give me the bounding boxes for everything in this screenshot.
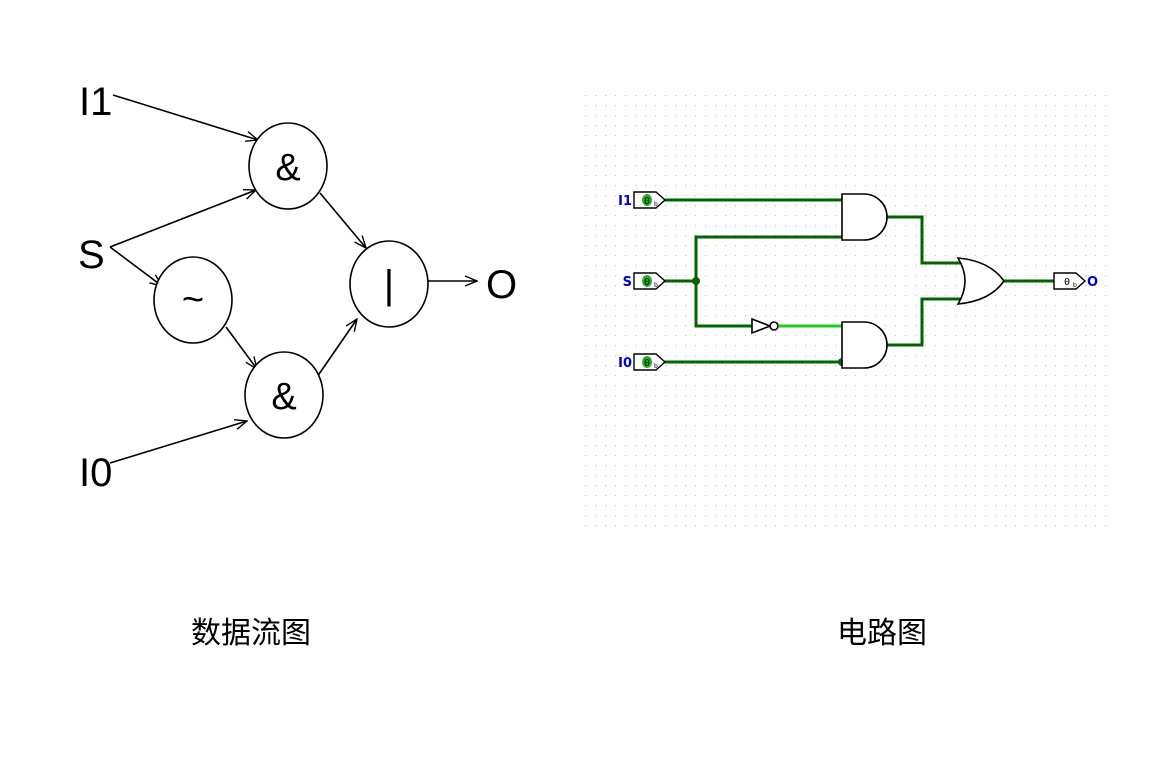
pin-value-indicator bbox=[642, 356, 652, 368]
pin-label-s: S bbox=[623, 275, 632, 290]
pin-s-subscript: b bbox=[654, 282, 658, 289]
junction-s bbox=[692, 277, 700, 285]
pin-i1-value: 0 bbox=[644, 196, 650, 207]
pin-o-subscript: b bbox=[1073, 282, 1077, 289]
wire-s-to-and-top bbox=[664, 235, 842, 283]
wire-and-top-out bbox=[886, 215, 960, 265]
pin-value-indicator bbox=[642, 275, 652, 287]
node-not: ~ bbox=[153, 256, 233, 344]
pin-i1-subscript: b bbox=[654, 201, 658, 208]
pin-label-o: O bbox=[1087, 275, 1098, 290]
output-label-o: O bbox=[486, 263, 517, 307]
dataflow-diagram: & ~ & | I1 S I0 O bbox=[78, 80, 517, 495]
and-gate-bottom bbox=[841, 321, 888, 369]
input-label-i1: I1 bbox=[79, 80, 112, 124]
edge-s-to-and-top bbox=[109, 190, 256, 248]
dataflow-edges bbox=[109, 94, 477, 464]
input-pin-i1[interactable]: 0 b bbox=[633, 191, 667, 209]
node-and-bottom: & bbox=[244, 351, 324, 439]
edge-not-to-and-bottom bbox=[225, 326, 257, 369]
pin-value-indicator bbox=[642, 194, 652, 206]
circuit-grid bbox=[585, 95, 1115, 530]
input-pin-s[interactable]: 0 b bbox=[633, 272, 667, 290]
wire-s-to-not bbox=[694, 281, 752, 328]
edge-i1-to-and-top bbox=[112, 94, 258, 140]
edge-and-top-to-or bbox=[319, 192, 366, 248]
edge-i0-to-and-bottom bbox=[109, 421, 247, 464]
node-and-top: & bbox=[248, 122, 328, 210]
edge-and-bottom-to-or bbox=[316, 319, 357, 378]
pin-o-value: 0 bbox=[1064, 277, 1070, 288]
circuit-caption: 电路图 bbox=[837, 616, 927, 651]
pin-label-i1: I1 bbox=[618, 194, 632, 209]
pin-s-value: 0 bbox=[644, 277, 650, 288]
node-not-label: ~ bbox=[182, 279, 204, 321]
not-gate bbox=[751, 317, 779, 335]
input-label-i0: I0 bbox=[79, 451, 112, 495]
wire-and-bottom-out bbox=[886, 297, 966, 347]
edge-s-to-not bbox=[109, 246, 162, 286]
node-and-top-label: & bbox=[275, 147, 300, 189]
pin-label-i0: I0 bbox=[618, 356, 632, 371]
input-pin-i0[interactable]: 0 b bbox=[633, 353, 667, 371]
input-label-s: S bbox=[78, 233, 105, 277]
and-gate-top bbox=[841, 193, 888, 241]
node-or-label: | bbox=[384, 263, 394, 307]
circuit-diagram: 0 b I1 0 b S 0 b I0 0 b O bbox=[585, 95, 1115, 530]
node-or: | bbox=[349, 240, 429, 328]
pin-i0-value: 0 bbox=[644, 358, 650, 369]
pin-i0-subscript: b bbox=[654, 363, 658, 370]
or-gate bbox=[956, 257, 1005, 305]
node-and-bottom-label: & bbox=[271, 376, 296, 418]
circuit-wires bbox=[664, 198, 1054, 364]
dataflow-caption: 数据流图 bbox=[191, 616, 311, 651]
output-pin-o[interactable]: 0 b bbox=[1053, 272, 1087, 290]
